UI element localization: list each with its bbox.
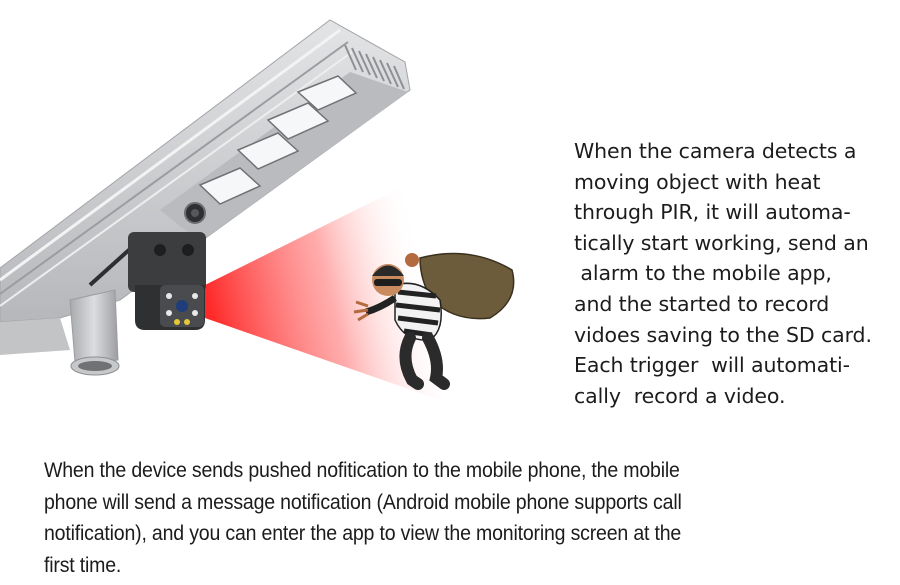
pir-description: When the camera detects a moving object …: [574, 136, 894, 411]
product-illustration: [0, 0, 560, 420]
notification-line: When the device sends pushed nofiticatio…: [44, 459, 680, 482]
description-line: cally record a video.: [574, 383, 786, 408]
pir-beam-icon: [205, 178, 440, 400]
notification-description: When the device sends pushed nofiticatio…: [44, 455, 894, 581]
description-line: vidoes saving to the SD card.: [574, 322, 872, 347]
notification-line: notification), and you can enter the app…: [44, 522, 682, 545]
description-line: moving object with heat: [574, 169, 821, 194]
ptz-camera-icon: [88, 232, 206, 330]
description-line: When the camera detects a: [574, 139, 857, 163]
notification-line: first time.: [44, 553, 122, 577]
description-line: and the started to record: [574, 291, 830, 316]
solar-street-light-icon: [0, 19, 411, 376]
led-panels: [198, 75, 358, 205]
notification-line: phone will send a message notification (…: [44, 490, 682, 514]
description-line: Each trigger will automati-: [574, 353, 850, 378]
description-line: alarm to the mobile app,: [574, 261, 832, 286]
description-line: through PIR, it will automa-: [574, 200, 851, 225]
thief-icon: [353, 252, 515, 390]
description-line: tically start working, send an: [574, 230, 869, 255]
